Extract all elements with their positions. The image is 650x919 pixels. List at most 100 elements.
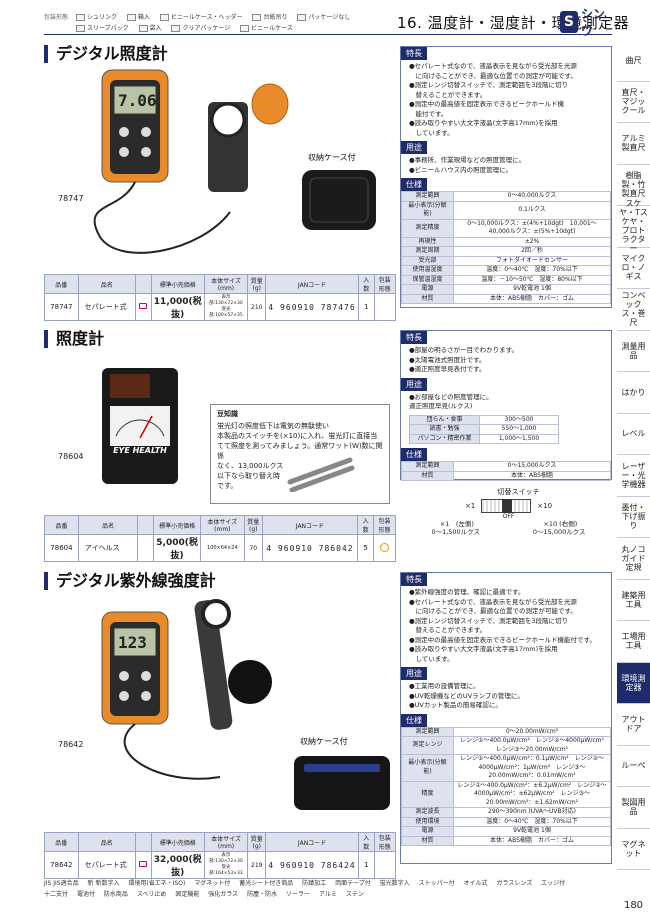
col-header: 質量(g) [243, 515, 263, 535]
side-tab[interactable]: 曲尺 [617, 40, 650, 82]
legend-label: 包装形態 [44, 14, 69, 21]
guide-key: 読書・勉強 [409, 424, 480, 435]
side-tab[interactable]: 直尺・マジックール [617, 82, 650, 123]
col-header: 入数 [357, 832, 375, 852]
col-header: 本体サイズ(mm) [203, 274, 249, 294]
uses-heading: 用途 [401, 667, 427, 680]
col-header: 標準小売価格 [150, 274, 205, 294]
product-name: アイヘルス [77, 534, 139, 562]
package-type [373, 293, 397, 321]
side-tab[interactable]: 樹脂製・竹製直尺 [617, 165, 650, 206]
feature-line: に向けることができ、最適な位置での測定が可能です。 [409, 71, 577, 80]
product-size: 表示部:130×72×30 受光部:164×53×33 [203, 851, 249, 879]
side-tab[interactable]: マイクロ・ノギス [617, 248, 650, 289]
switch-diagram: 切替スイッチ ×1 ×10 OFF ×1 (左側) ×10 (右側) 0～1,5… [405, 487, 612, 549]
switch-desc-right: ×10 (右側) [543, 520, 578, 528]
spec-value: レンジ①～400.0μW/cm² レンジ②～4000μW/cm² レンジ③～20… [453, 736, 611, 755]
spec-value: 2回／秒 [453, 246, 611, 257]
side-tab[interactable]: 環境測定器 [617, 662, 650, 704]
switch-range-right: 0～15,000ルクス [532, 528, 586, 536]
uv-meter-image: 123 [101, 599, 272, 780]
jan-code: 4 960910 787476 [265, 293, 359, 321]
spec-value: ±2% [453, 236, 611, 247]
spec-value: 0～15,000ルクス [453, 461, 611, 472]
uses-list: ●お部屋などの照度管理に。 適正照度早見(ルクス) [401, 391, 611, 415]
packaging-legend: 包装形態 シュリンク 箱入 ビニールケース・ヘッダー 台紙吊り パッケージなし … [44, 12, 374, 34]
guide-value: 550～1,000 [479, 424, 559, 435]
legend-item: スリーブパック [75, 23, 129, 34]
spec-key: 使用温湿度 [401, 265, 454, 276]
footer-item: ソーラー [286, 891, 311, 898]
feature-line: ●部屋の明るさが一目でわかります。 [409, 346, 519, 354]
side-tab[interactable]: マグネット [617, 829, 650, 870]
side-tab[interactable]: 測量用品 [617, 331, 650, 372]
col-header: 包装形態 [373, 515, 396, 535]
col-header: JANコード [265, 832, 359, 852]
brand-logo: S シンワ [560, 7, 610, 38]
spec-key: 保管温湿度 [401, 274, 454, 285]
use-line: ●UVカット製品の簡易確認に。 [409, 701, 502, 709]
tips-line: 蛍光灯の照度低下は電気の無駄使い [217, 422, 329, 430]
case-caption: 収納ケース付 [308, 153, 356, 162]
footer-legend: JIS JIS適合品 新 新数字入 環境用(省エネ・ISO) マグネット付 蓄光… [44, 878, 604, 900]
side-tab[interactable]: 製図用品 [617, 787, 650, 829]
side-tab[interactable]: レーザー・光学機器 [617, 455, 650, 497]
product-weight: 219 [247, 851, 267, 879]
spec-heading: 仕様 [401, 713, 427, 727]
product-price: 32,000(税抜) [150, 851, 205, 879]
col-header: 品番 [44, 832, 79, 852]
feature-line: ●読み取りやすい大文字液晶(文字高17mm)を採用 [409, 119, 558, 127]
footer-item: マグネット付 [194, 880, 231, 887]
side-tab[interactable]: コンベックス・巻尺 [617, 289, 650, 331]
spec-key: 電源 [401, 284, 454, 295]
side-tab[interactable]: ルーペ [617, 746, 650, 787]
digital-lux-meter-image: 7.06 [93, 69, 289, 254]
side-tab[interactable]: レベル [617, 414, 650, 455]
side-tab[interactable]: 建築用工具 [617, 580, 650, 621]
feature-line: 替えることができます。 [409, 626, 487, 634]
switch-graphic [481, 499, 532, 513]
side-tab[interactable]: アウトドア [617, 704, 650, 746]
side-tab[interactable]: スケヤ・Tスケヤ・プロトラクター [617, 199, 650, 253]
col-header: 包装形態 [373, 274, 397, 294]
side-tab[interactable]: アルミ製直尺 [617, 123, 650, 165]
table-row: 78604 アイヘルス 5,000(税抜) 100×64×24 70 4 960… [44, 534, 396, 562]
feature-line: ●測定中の最高値を固定表示できるピークホールド機能付です。 [409, 635, 596, 644]
guide-key: パソコン・精密作業 [409, 433, 480, 444]
col-header: 本体サイズ(mm) [203, 832, 249, 852]
section-title: 照度計 [44, 330, 104, 348]
col-header [137, 515, 155, 535]
feature-line: ●適正照度早見表付です。 [409, 365, 486, 373]
side-tab[interactable]: 墨付・下げ振り [617, 497, 650, 538]
feature-line: 替えることができます。 [409, 90, 487, 99]
side-tab[interactable]: 工場用工具 [617, 621, 650, 663]
feature-line: ●測定レンジ切替スイッチで、測定範囲を3段階に切り [409, 81, 569, 89]
use-line: ●ビニールハウス内の照度管理に。 [409, 165, 513, 174]
spec-value: 本体：ABS樹脂 カバー：ゴム [453, 835, 611, 846]
uses-list: ●工業用の設備管理に。 ●UV乾燥機などのUVランプの管理に。 ●UVカット製品… [401, 680, 611, 714]
guide-value: 300～500 [479, 414, 559, 425]
side-tab[interactable]: 丸ノコガイド定規 [617, 538, 650, 580]
footer-item: 十二支付 [44, 891, 69, 898]
footer-item: 蓄光シート付き商品 [239, 880, 294, 887]
spec-value: レンジ①～400.0μW/cm²：0.1μW/cm² レンジ②～4000μW/c… [453, 754, 611, 782]
col-header: 品名 [77, 832, 136, 852]
product-code: 78747 [44, 293, 79, 321]
table-row: 78747 セパレート式 11,000(税抜) 表示部:130×72×30 受光… [44, 293, 397, 321]
spec-key: 最小表示(分解能) [401, 200, 454, 220]
use-line: ●事務所、作業現場などの照度管理に。 [409, 156, 526, 164]
features-heading: 特長 [401, 573, 427, 586]
header-divider [44, 34, 612, 35]
tips-line: 本製品のスイッチを(×10)に入れ、蛍光灯に直接当 [217, 432, 378, 440]
fluorescent-tube-image [287, 457, 355, 492]
switch-desc-left: ×1 (左側) [439, 520, 474, 528]
side-tab[interactable]: はかり [617, 372, 650, 414]
tips-line: です。 [217, 482, 238, 490]
switch-title: 切替スイッチ [497, 488, 540, 496]
spec-key: 測定波長 [401, 807, 454, 818]
product-price: 11,000(税抜) [150, 293, 205, 321]
spec-panel: 特長 ●紫外線強度の管理、確認に最適です。 ●セパレート式なので、液晶表示を見な… [400, 572, 612, 864]
spec-key: 材質 [401, 470, 454, 481]
